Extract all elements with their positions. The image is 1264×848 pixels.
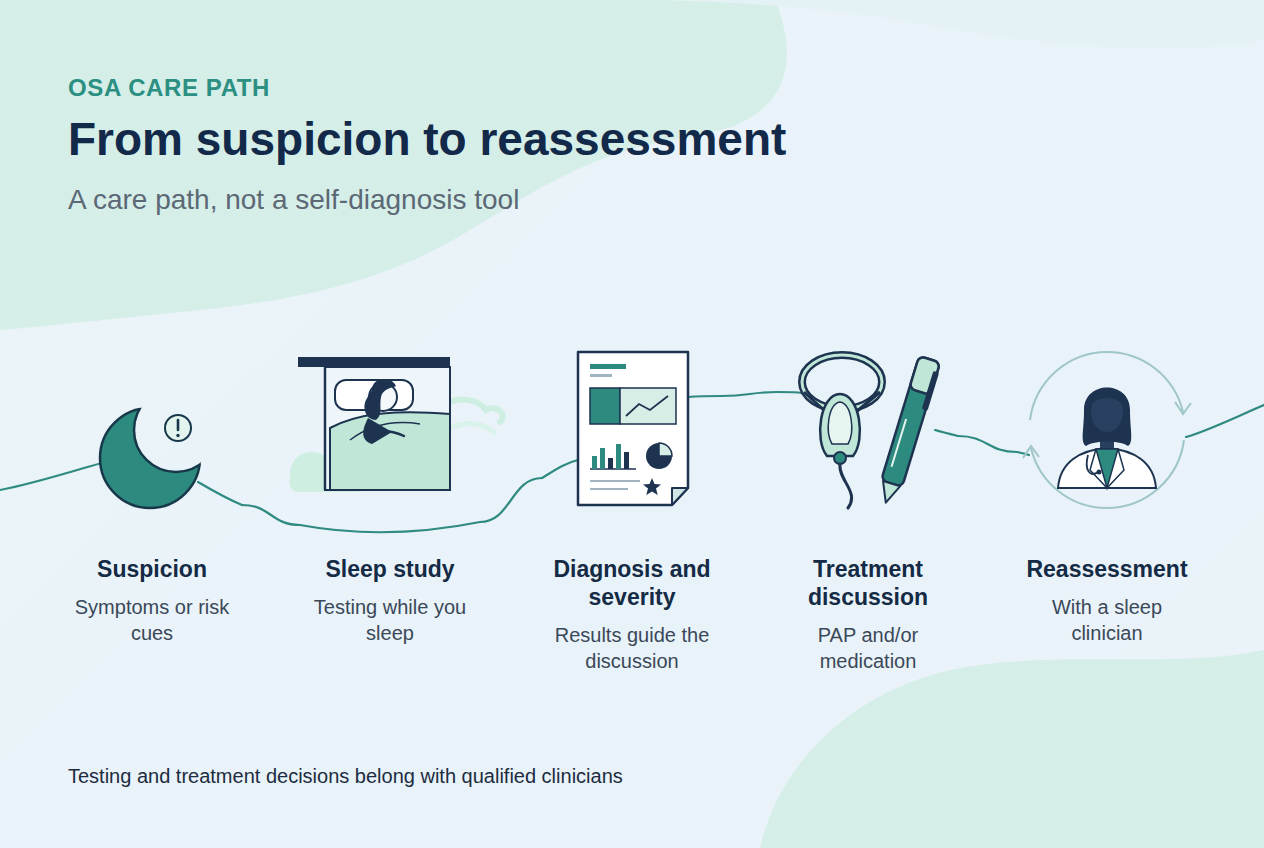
- step-heading: Diagnosis and severity: [542, 555, 722, 611]
- step-description: Testing while you sleep: [300, 594, 480, 646]
- footnote: Testing and treatment decisions belong w…: [68, 764, 623, 788]
- title: From suspicion to reassessment: [68, 112, 786, 167]
- step-heading: Sleep study: [325, 555, 454, 583]
- step-description: Symptoms or risk cues: [62, 594, 242, 646]
- blob: [640, 0, 1264, 48]
- step-heading: Suspicion: [97, 555, 207, 583]
- report-icon: [578, 352, 688, 505]
- path-connector: [958, 436, 1017, 452]
- blob: [760, 650, 1264, 848]
- step-node: ReassessmentWith a sleep clinician: [1017, 340, 1197, 680]
- step-node: Sleep studyTesting while you sleep: [300, 340, 480, 680]
- path-connector: [722, 392, 778, 396]
- path-connector: [480, 478, 542, 522]
- step-node: Treatment discussionPAP and/or medicatio…: [778, 340, 958, 680]
- step-description: PAP and/or medication: [778, 622, 958, 674]
- step-heading: Reassessment: [1026, 555, 1187, 583]
- step-node: SuspicionSymptoms or risk cues: [62, 340, 242, 680]
- clinician-icon: [1023, 352, 1191, 508]
- sleep-icon: [289, 357, 502, 492]
- step-node: Diagnosis and severityResults guide the …: [542, 340, 722, 680]
- blob: [0, 0, 787, 330]
- step-description: With a sleep clinician: [1017, 594, 1197, 646]
- subtitle: A care path, not a self-diagnosis tool: [68, 183, 519, 217]
- kicker-label: OSA CARE PATH: [68, 73, 270, 102]
- therapy-icon: [802, 355, 942, 508]
- step-heading: Treatment discussion: [778, 555, 958, 611]
- moon-icon: [100, 388, 218, 508]
- path-connector: [242, 505, 300, 525]
- step-description: Results guide the discussion: [542, 622, 722, 674]
